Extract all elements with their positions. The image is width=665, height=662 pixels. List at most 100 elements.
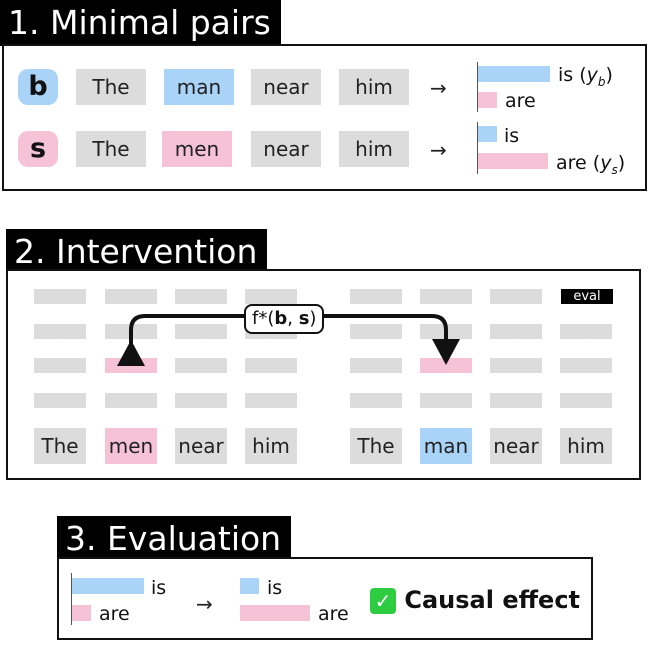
bar-are — [478, 153, 548, 169]
hidden-state-cell — [420, 358, 472, 373]
badge-s: s — [18, 131, 58, 167]
hidden-state-cell — [175, 358, 227, 373]
hidden-state-cell — [350, 289, 402, 304]
hidden-state-cell — [350, 358, 402, 373]
layer-arrow-head — [506, 372, 526, 384]
hidden-state-cell — [175, 393, 227, 408]
hidden-state-cell — [245, 393, 297, 408]
bar-is — [478, 66, 550, 82]
eval-tag: eval — [561, 289, 613, 304]
arrow-icon: → — [196, 592, 213, 616]
axis-line — [477, 122, 478, 174]
layer-arrow-head — [191, 407, 211, 419]
hidden-state-cell — [105, 393, 157, 408]
section3-header: 3. Evaluation — [57, 516, 292, 562]
hidden-state-cell — [175, 289, 227, 304]
layer-arrow-head — [50, 407, 70, 419]
hidden-state-cell — [490, 324, 542, 339]
layer-arrow-head — [121, 372, 141, 384]
hidden-state-cell — [34, 393, 86, 408]
layer-arrow-head — [50, 338, 70, 350]
hidden-state-cell — [560, 324, 612, 339]
layer-arrow-head — [191, 372, 211, 384]
token-highlighted: men — [105, 428, 157, 464]
hidden-state-cell — [560, 393, 612, 408]
token: The — [34, 428, 86, 464]
layer-arrow-head — [576, 303, 596, 315]
bar-is — [240, 578, 259, 594]
label-are-ys: are (ys) — [556, 152, 626, 177]
layer-arrow-head — [366, 338, 386, 350]
token: him — [560, 428, 612, 464]
bar-are — [72, 605, 91, 621]
token-highlighted: man — [420, 428, 472, 464]
evaluation-panel — [57, 557, 593, 640]
axis-line — [71, 573, 72, 625]
bar-is — [478, 126, 497, 142]
hidden-state-cell — [490, 358, 542, 373]
layer-arrow-head — [366, 303, 386, 315]
causal-effect-label: Causal effect — [404, 586, 581, 614]
layer-arrow-head — [576, 338, 596, 350]
hidden-state-cell — [490, 393, 542, 408]
token: him — [245, 428, 297, 464]
hidden-state-cell — [350, 393, 402, 408]
hidden-state-cell — [420, 289, 472, 304]
layer-arrow-head — [366, 407, 386, 419]
layer-arrow-head — [261, 372, 281, 384]
layer-arrow-head — [576, 372, 596, 384]
intervention-arrow-down — [432, 339, 460, 365]
hidden-state-cell — [490, 289, 542, 304]
bar-is — [72, 578, 144, 594]
layer-arrow-head — [191, 303, 211, 315]
label-is: is — [267, 577, 283, 599]
token: near — [490, 428, 542, 464]
label-are: are — [99, 603, 130, 625]
hidden-state-cell — [34, 358, 86, 373]
label-is: is — [504, 125, 520, 147]
token: near — [251, 69, 321, 105]
layer-arrow-head — [506, 338, 526, 350]
token: near — [175, 428, 227, 464]
badge-b: b — [18, 69, 58, 105]
layer-arrow-head — [436, 407, 456, 419]
arrow-icon: → — [430, 138, 447, 162]
hidden-state-cell — [175, 324, 227, 339]
label-are: are — [318, 603, 349, 625]
layer-arrow-head — [191, 338, 211, 350]
section1-header: 1. Minimal pairs — [0, 0, 281, 46]
token: him — [339, 69, 409, 105]
layer-arrow-head — [576, 407, 596, 419]
hidden-state-cell — [105, 289, 157, 304]
token-highlighted: men — [162, 131, 232, 167]
intervention-function-label: f*(b, s) — [244, 304, 325, 334]
layer-arrow-head — [50, 372, 70, 384]
token-highlighted: man — [164, 69, 234, 105]
layer-arrow-head — [506, 407, 526, 419]
layer-arrow-head — [436, 303, 456, 315]
intervention-arrow-up — [117, 340, 145, 366]
hidden-state-cell — [245, 358, 297, 373]
layer-arrow-head — [50, 303, 70, 315]
causal-effect-result: ✓ Causal effect — [370, 586, 580, 614]
layer-arrow-head — [261, 338, 281, 350]
layer-arrow-head — [121, 303, 141, 315]
hidden-state-cell — [420, 393, 472, 408]
axis-line — [477, 62, 478, 112]
token: him — [339, 131, 409, 167]
layer-arrow-head — [436, 372, 456, 384]
layer-arrow-head — [366, 372, 386, 384]
check-icon: ✓ — [370, 588, 396, 614]
hidden-state-cell — [560, 358, 612, 373]
layer-arrow-head — [261, 407, 281, 419]
token: The — [76, 69, 146, 105]
label-are: are — [505, 90, 536, 112]
hidden-state-cell — [350, 324, 402, 339]
hidden-state-cell — [34, 324, 86, 339]
token: The — [350, 428, 402, 464]
bar-are — [478, 92, 497, 108]
hidden-state-cell — [34, 289, 86, 304]
layer-arrow-head — [506, 303, 526, 315]
label-is: is — [151, 577, 167, 599]
section2-header: 2. Intervention — [6, 229, 268, 275]
